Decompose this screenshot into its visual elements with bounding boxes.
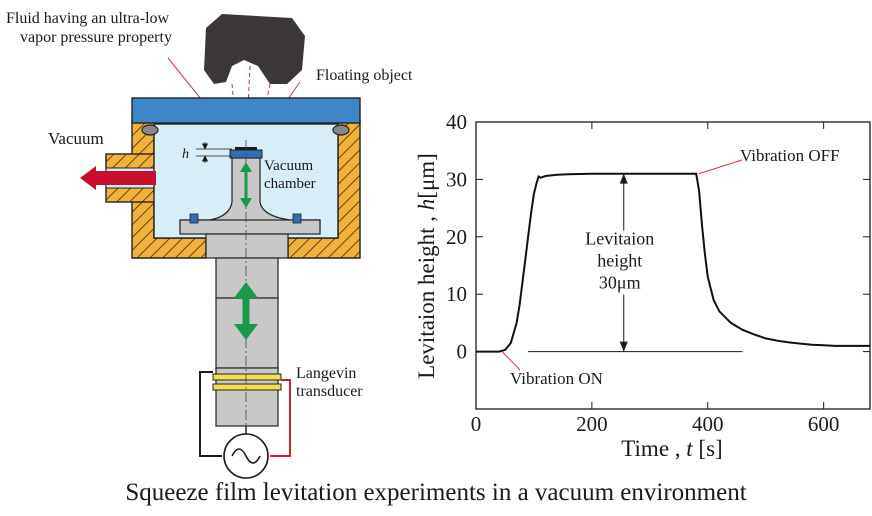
x-tick-label: 200 [576,412,608,436]
o-ring-left [141,124,159,136]
axis-tick-labels: 0 200 400 600 0 10 20 30 40 [446,110,839,436]
piezo-ring-2 [212,383,282,391]
apparatus-diagram: Fluid having an ultra-low vapor pressure… [6,10,413,479]
height-label-line2: height [597,251,642,271]
vibration-off-leader [698,159,743,175]
height-arrow-head-top [619,173,628,184]
shaft-upper [205,233,289,259]
vacuum-chamber-label-line1: Vacuum [264,158,313,174]
x-tick-label: 0 [471,412,482,436]
height-label-background [581,230,666,295]
vacuum-arrow [80,166,156,190]
height-label-line1: Levitaion [585,229,654,249]
vibration-on-leader [501,351,521,371]
wire-black [199,371,222,457]
floating-object-label: Floating object [316,67,413,84]
vacuum-label: Vacuum [48,129,104,148]
fluid-label-line1: Fluid having an ultra-low [6,10,170,27]
vibration-arrow-upper [240,162,252,208]
bolt-right [292,213,302,224]
langevin-label-line2: transducer [296,383,363,400]
vibration-off-label: Vibration OFF [740,146,840,165]
vibration-on-label: Vibration ON [510,369,603,388]
langevin-label-line1: Langevin [296,365,356,382]
x-tick-label: 600 [808,412,840,436]
axis-ticks [475,121,870,409]
y-tick-label: 20 [446,225,467,249]
y-axis-title: Levitaion height , h[μm] [414,153,439,379]
plot-frame [475,121,871,410]
series-line [476,172,870,353]
height-arrow-head-bottom [619,341,628,352]
lid [131,97,361,124]
h-label: h [182,147,189,162]
figure-caption: Squeeze film levitation experiments in a… [125,479,747,506]
fluid-label-line2: vapor pressure property [20,29,172,46]
vibration-arrow-lower [234,282,258,340]
piezo-ring-1 [212,373,282,381]
levitation-chart: 0 200 400 600 0 10 20 30 40 Vibration OFF Vibrat… [414,110,871,461]
y-tick-label: 30 [446,167,467,191]
ac-wave-icon [231,448,261,464]
bolt-left [189,213,199,224]
y-tick-label: 10 [446,282,467,306]
y-tick-label: 40 [446,110,467,134]
x-axis-title: Time , t [s] [621,436,722,461]
wire-red [270,379,291,457]
height-label-line3: 30μm [599,273,641,293]
x-tick-label: 400 [692,412,724,436]
vacuum-chamber-label-line2: chamber [264,176,316,192]
o-ring-right [332,124,350,136]
y-tick-label: 0 [457,340,468,364]
floating-object-body [204,14,305,84]
